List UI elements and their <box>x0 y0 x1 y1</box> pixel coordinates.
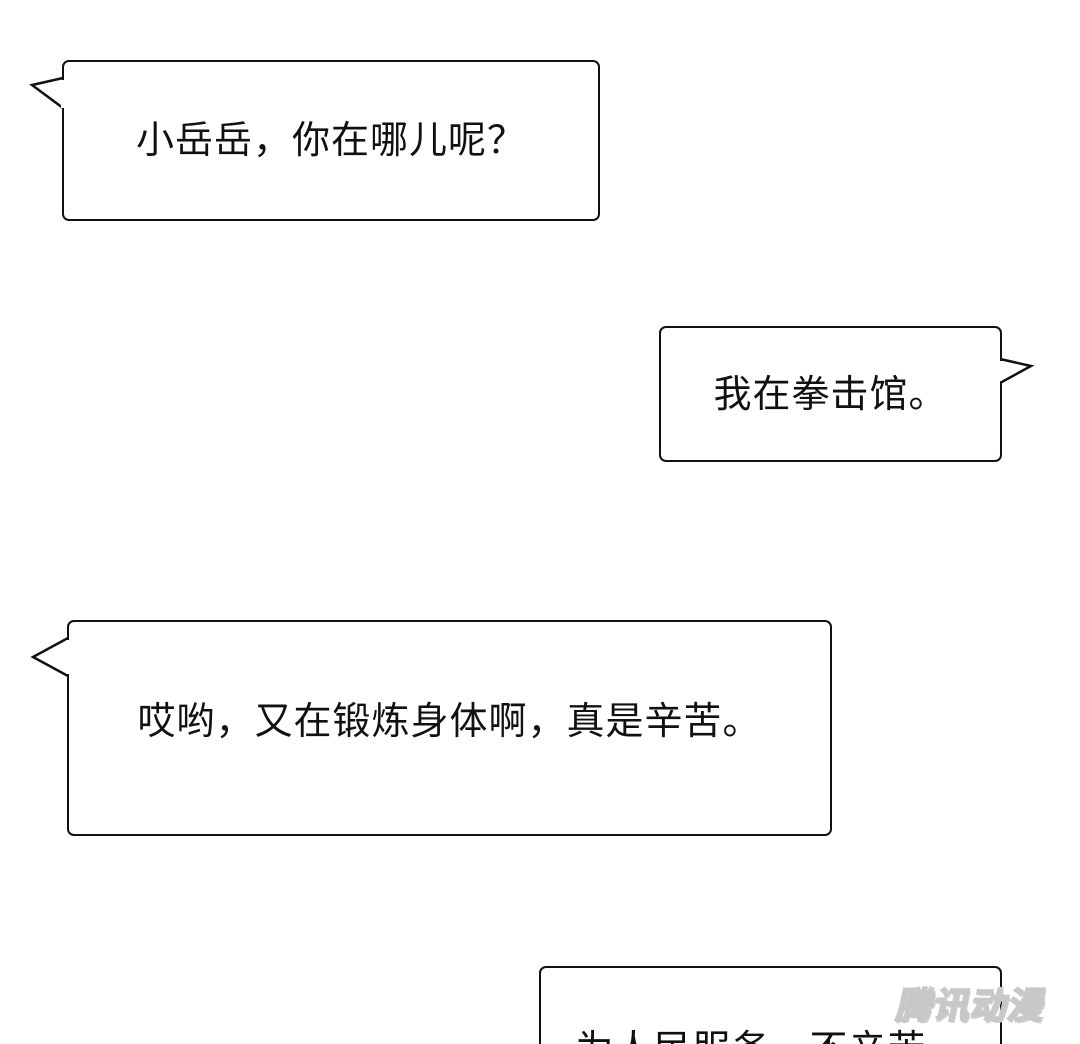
speech-bubble-1-tail <box>29 76 64 110</box>
speech-bubble-2-tail <box>999 357 1035 385</box>
speech-bubble-4-text: 为人民服务，不辛苦。 <box>575 1030 965 1044</box>
tencent-comics-watermark: 腾讯动漫 <box>880 978 1066 1028</box>
speech-bubble-2-text: 我在拳击馆。 <box>713 372 948 416</box>
speech-bubble-1: 小岳岳，你在哪儿呢？ <box>62 60 600 221</box>
speech-bubble-3-tail <box>30 636 69 678</box>
speech-bubble-1-text: 小岳岳，你在哪儿呢？ <box>135 117 526 162</box>
speech-bubble-2: 我在拳击馆。 <box>659 326 1002 462</box>
speech-bubble-3-text: 哎哟，又在锻炼身体啊，真是辛苦。 <box>137 699 762 743</box>
watermark-text: 腾讯动漫 <box>892 985 1051 1028</box>
speech-bubble-3: 哎哟，又在锻炼身体啊，真是辛苦。 <box>67 620 832 836</box>
speech-bubble-4: 为人民服务，不辛苦。 <box>539 966 1002 1044</box>
